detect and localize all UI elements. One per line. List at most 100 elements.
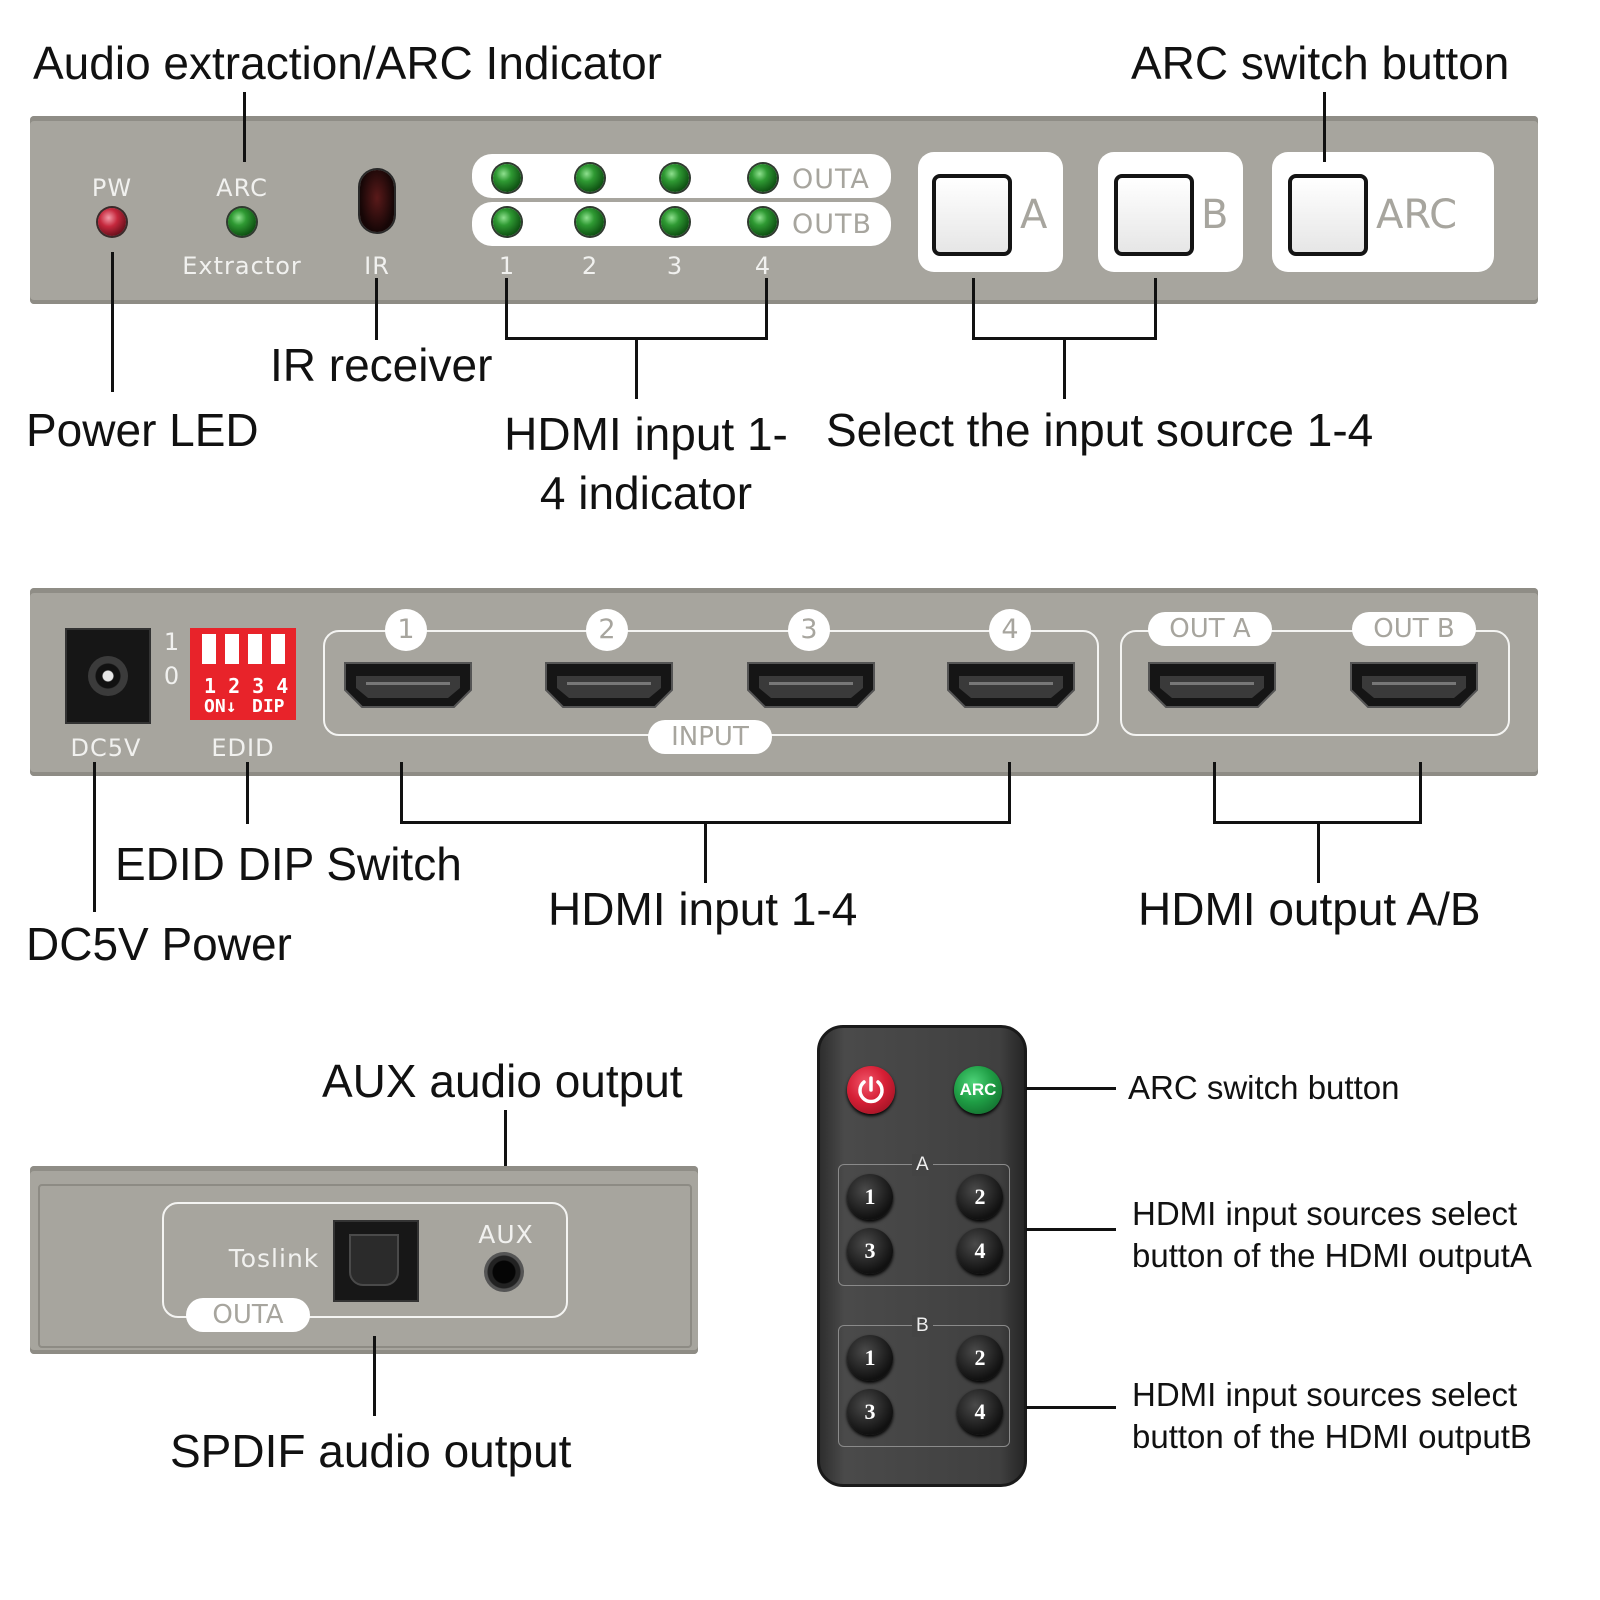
- arc-led: [228, 208, 256, 236]
- callout-spdif: SPDIF audio output: [170, 1425, 572, 1477]
- out-a-badge: OUT A: [1148, 612, 1272, 646]
- arc-switch-label: ARC: [1376, 192, 1458, 238]
- leader-arc-button: [1323, 92, 1326, 162]
- dip-on-label: ON↓: [204, 696, 237, 717]
- arc-switch-button[interactable]: [1288, 174, 1368, 256]
- select-a-label: A: [1020, 192, 1048, 238]
- out-b-badge: OUT B: [1352, 612, 1476, 646]
- hdmi-num-3: 3: [666, 252, 684, 280]
- hdmi-led-a1: [493, 164, 521, 192]
- hdmi-num-4: 4: [754, 252, 772, 280]
- dip-dip-label: DIP: [252, 696, 285, 717]
- remote-b-button-1[interactable]: 1: [847, 1335, 893, 1381]
- bracket-select-right: [1154, 278, 1157, 340]
- outa-badge: OUTA: [186, 1298, 310, 1332]
- input-num-1: 1: [385, 609, 427, 651]
- ir-label: IR: [364, 252, 390, 280]
- rear-panel: DC5V 1 0 1 2 3 4 ON↓ DIP EDID 1 2 3 4 IN…: [30, 588, 1538, 776]
- remote-a-button-2[interactable]: 2: [957, 1174, 1003, 1220]
- toslink-port-opening: [349, 1234, 399, 1286]
- callout-remote-arc: ARC switch button: [1128, 1069, 1400, 1106]
- bracket-select-left: [972, 278, 975, 340]
- remote-a-button-3[interactable]: 3: [847, 1228, 893, 1274]
- callout-arc-switch-button: ARC switch button: [1131, 37, 1510, 89]
- select-a-button[interactable]: [932, 174, 1012, 256]
- hdmi-output-port-b[interactable]: [1348, 660, 1480, 710]
- input-num-4: 4: [989, 609, 1031, 651]
- extractor-label: Extractor: [182, 252, 302, 280]
- hdmi-output-port-a[interactable]: [1146, 660, 1278, 710]
- bracket-output-right: [1419, 762, 1422, 824]
- remote-b-button-2[interactable]: 2: [957, 1335, 1003, 1381]
- dip-toggle-1[interactable]: [202, 634, 216, 664]
- remote-a-button-1[interactable]: 1: [847, 1174, 893, 1220]
- aux-label: AUX: [478, 1220, 534, 1249]
- toslink-port[interactable]: [333, 1220, 419, 1302]
- power-led: [98, 208, 126, 236]
- hdmi-led-a4: [749, 164, 777, 192]
- callout-ir-receiver: IR receiver: [270, 339, 493, 391]
- bracket-hdmi-ind-stem: [635, 337, 638, 399]
- input-num-2: 2: [586, 609, 628, 651]
- select-b-button[interactable]: [1114, 174, 1194, 256]
- bracket-hdmi-ind-right: [765, 278, 768, 340]
- dip-nums-label: 1 2 3 4: [204, 674, 289, 698]
- hdmi-input-port-1[interactable]: [342, 660, 474, 710]
- select-b-label: B: [1201, 192, 1229, 238]
- callout-hdmi-output: HDMI output A/B: [1138, 883, 1481, 935]
- remote-group-b-label: B: [912, 1315, 933, 1337]
- remote-arc-button[interactable]: ARC: [954, 1066, 1002, 1114]
- aux-jack[interactable]: [484, 1252, 524, 1292]
- hdmi-input-port-3[interactable]: [745, 660, 877, 710]
- bracket-output-stem: [1317, 821, 1320, 883]
- leader-edid: [246, 762, 249, 824]
- leader-dc5v: [93, 762, 96, 912]
- dc5v-label: DC5V: [70, 734, 142, 762]
- callout-power-led: Power LED: [26, 404, 259, 456]
- bracket-output-left: [1213, 762, 1216, 824]
- dip-toggle-3[interactable]: [248, 634, 262, 664]
- remote-b-button-3[interactable]: 3: [847, 1389, 893, 1435]
- pw-label: PW: [91, 174, 133, 202]
- input-badge: INPUT: [648, 720, 772, 754]
- remote-power-button[interactable]: [847, 1066, 895, 1114]
- remote-group-a-label: A: [912, 1154, 933, 1176]
- hdmi-input-port-2[interactable]: [543, 660, 675, 710]
- bracket-hdmi-ind-left: [505, 278, 508, 340]
- leader-spdif: [373, 1336, 376, 1416]
- side-panel: Toslink AUX OUTA: [30, 1166, 698, 1354]
- dip-toggle-2[interactable]: [225, 634, 239, 664]
- ir-receiver-window: [360, 170, 394, 232]
- remote-a-button-4[interactable]: 4: [957, 1228, 1003, 1274]
- bracket-select-stem: [1063, 337, 1066, 399]
- callout-hdmi-input: HDMI input 1-4: [548, 883, 858, 935]
- dip-on-text: ON: [204, 696, 226, 717]
- leader-remote-arc: [1026, 1087, 1116, 1090]
- dip-toggle-4[interactable]: [271, 634, 285, 664]
- remote-b-button-4[interactable]: 4: [957, 1389, 1003, 1435]
- dip-on-arrow-icon: ↓: [225, 696, 237, 717]
- power-icon: [858, 1076, 884, 1104]
- callout-aux: AUX audio output: [322, 1055, 683, 1107]
- hdmi-led-b2: [576, 208, 604, 236]
- edid-dip-switch[interactable]: 1 2 3 4 ON↓ DIP: [190, 628, 296, 720]
- callout-remote-group-b: HDMI input sources select button of the …: [1132, 1376, 1532, 1455]
- callout-select-source: Select the input source 1-4: [826, 404, 1374, 456]
- bracket-input-stem: [704, 821, 707, 883]
- callout-edid-dip: EDID DIP Switch: [115, 838, 462, 890]
- bracket-input-right: [1008, 762, 1011, 824]
- hdmi-input-port-4[interactable]: [945, 660, 1077, 710]
- side-panel-inner: [38, 1184, 692, 1348]
- front-panel: PW ARC Extractor IR OUTA OUTB 1 2 3 4 A …: [30, 116, 1538, 304]
- ir-remote: ARC A 1 2 3 4 B 1 2 3 4: [817, 1025, 1027, 1487]
- edid-label: EDID: [211, 734, 275, 762]
- hdmi-led-a3: [661, 164, 689, 192]
- leader-remote-group-a: [1026, 1228, 1116, 1231]
- leader-ir: [375, 278, 378, 340]
- hdmi-led-b4: [749, 208, 777, 236]
- hdmi-led-b3: [661, 208, 689, 236]
- dc5v-jack[interactable]: [65, 628, 151, 724]
- hdmi-num-2: 2: [581, 252, 599, 280]
- outb-label: OUTB: [792, 209, 873, 240]
- callout-dc5v-power: DC5V Power: [26, 918, 292, 970]
